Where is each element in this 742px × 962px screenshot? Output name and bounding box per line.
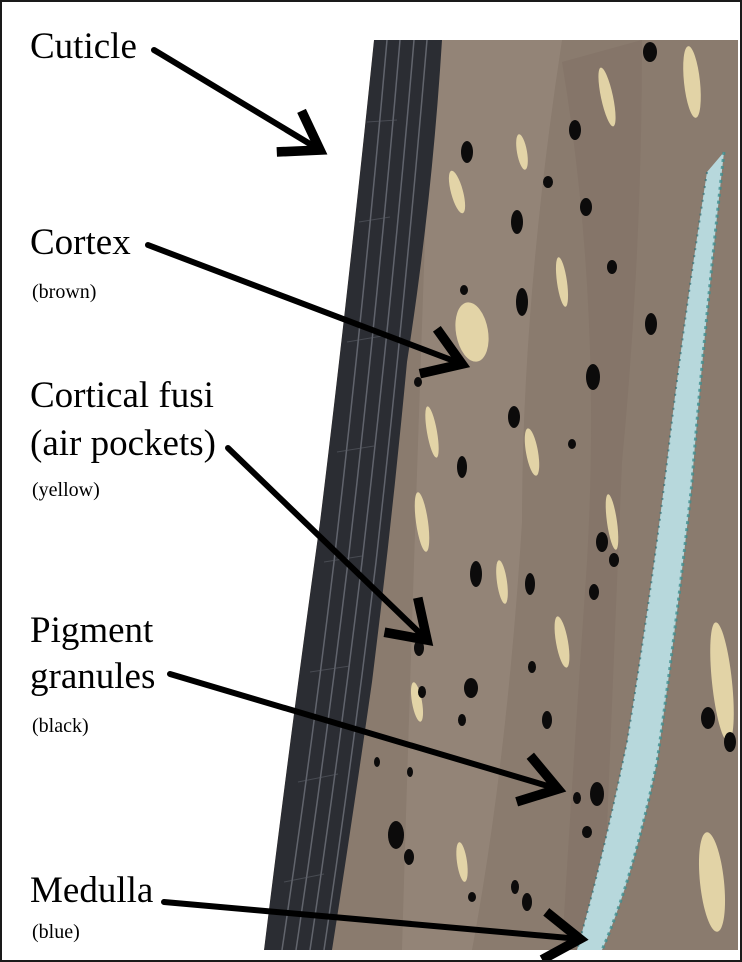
pigment-note: (black) <box>32 716 89 736</box>
pigment-label-line1: Pigment <box>30 612 153 649</box>
cuticle-arrow <box>154 50 320 150</box>
medulla-note: (blue) <box>32 922 80 942</box>
fusi-label-line1: Cortical fusi <box>30 377 214 414</box>
fusi-label-line2: (air pockets) <box>30 425 216 462</box>
fusi-note: (yellow) <box>32 480 100 500</box>
pigment-label-line2: granules <box>30 658 155 695</box>
cortex-label: Cortex <box>30 224 131 261</box>
cuticle-label: Cuticle <box>30 28 137 65</box>
medulla-label: Medulla <box>30 872 153 909</box>
cortex-note: (brown) <box>32 282 96 302</box>
